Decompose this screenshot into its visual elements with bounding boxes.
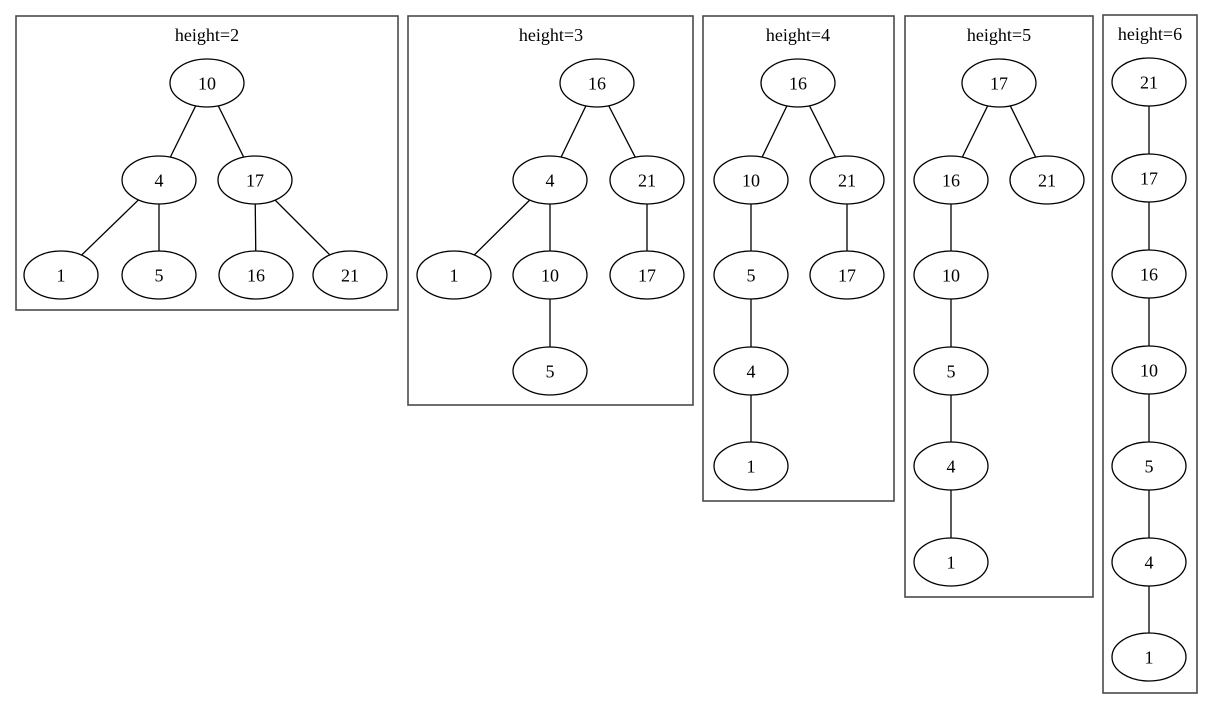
tree-node-label-height-3-21: 21 [638,171,656,191]
panel-title-height-2: height=2 [175,25,239,45]
tree-node-label-height-4-1: 1 [747,457,756,477]
tree-node-label-height-3-5: 5 [546,362,555,382]
panel-title-height-4: height=4 [766,25,830,45]
tree-node-ellipse-height-6-16 [1111,249,1187,299]
tree-node-ellipse-height-3-16 [559,58,635,108]
tree-node-label-height-5-21: 21 [1038,171,1056,191]
tree-node-ellipse-height-5-10 [913,250,989,300]
tree-node-label-height-6-4: 4 [1145,553,1154,573]
tree-node-label-height-4-17: 17 [838,266,856,286]
tree-node-ellipse-height-3-10 [512,250,588,300]
tree-node-ellipse-height-2-4 [121,155,197,205]
tree-node-ellipse-height-5-17 [961,58,1037,108]
tree-node-ellipse-height-2-17 [217,155,293,205]
tree-node-ellipse-height-5-16 [913,155,989,205]
panel-title-height-3: height=3 [519,25,583,45]
tree-node-ellipse-height-2-10 [169,58,245,108]
tree-node-label-height-3-1: 1 [450,266,459,286]
tree-panel-height-5: height=5 17 16 21 10 5 4 1 [904,15,1094,598]
tree-node-label-height-6-5: 5 [1145,457,1154,477]
tree-node-label-height-4-21: 21 [838,171,856,191]
tree-node-label-height-6-16: 16 [1140,265,1158,285]
tree-node-label-height-2-21: 21 [341,266,359,286]
tree-node-label-height-2-5: 5 [155,266,164,286]
tree-node-ellipse-height-5-1 [913,537,989,587]
tree-node-label-height-4-16: 16 [789,74,807,94]
tree-panel-height-4: height=4 16 10 21 5 17 4 1 [702,15,895,502]
tree-node-label-height-5-17: 17 [990,74,1008,94]
tree-node-label-height-6-1: 1 [1145,648,1154,668]
tree-node-label-height-3-17: 17 [638,266,656,286]
tree-node-ellipse-height-3-21 [609,155,685,205]
tree-node-ellipse-height-6-17 [1111,153,1187,203]
tree-node-label-height-4-10: 10 [742,171,760,191]
tree-node-label-height-5-16: 16 [942,171,960,191]
tree-node-label-height-6-10: 10 [1140,361,1158,381]
tree-node-ellipse-height-5-21 [1009,155,1085,205]
tree-node-ellipse-height-4-10 [713,155,789,205]
tree-node-ellipse-height-6-1 [1111,632,1187,682]
tree-node-label-height-3-16: 16 [588,74,606,94]
tree-node-ellipse-height-3-5 [512,346,588,396]
tree-node-ellipse-height-4-21 [809,155,885,205]
tree-node-ellipse-height-5-5 [913,346,989,396]
tree-node-ellipse-height-4-4 [713,346,789,396]
tree-node-ellipse-height-3-1 [416,250,492,300]
tree-node-label-height-5-4: 4 [947,457,956,477]
tree-node-label-height-2-1: 1 [57,266,66,286]
tree-node-ellipse-height-4-17 [809,250,885,300]
tree-node-ellipse-height-4-16 [760,58,836,108]
tree-node-label-height-2-16: 16 [247,266,265,286]
tree-panel-height-2: height=2 10 4 17 1 5 16 21 [15,15,399,311]
tree-panel-height-6: height=6 21 17 16 10 5 4 1 [1102,14,1198,694]
panel-title-height-6: height=6 [1118,24,1182,44]
tree-panel-height-3: height=3 16 4 21 1 10 17 5 [407,15,694,406]
tree-node-label-height-3-10: 10 [541,266,559,286]
tree-node-label-height-6-21: 21 [1140,73,1158,93]
panel-border-height-5 [904,15,1094,598]
tree-node-ellipse-height-2-5 [121,250,197,300]
tree-node-label-height-4-4: 4 [747,362,756,382]
tree-node-label-height-3-4: 4 [546,171,555,191]
tree-node-ellipse-height-6-10 [1111,345,1187,395]
tree-node-ellipse-height-6-4 [1111,537,1187,587]
tree-node-label-height-5-1: 1 [947,553,956,573]
tree-node-ellipse-height-6-21 [1111,57,1187,107]
tree-node-ellipse-height-3-17 [609,250,685,300]
tree-node-label-height-5-10: 10 [942,266,960,286]
tree-node-ellipse-height-2-21 [312,250,388,300]
tree-node-label-height-6-17: 17 [1140,169,1158,189]
tree-node-ellipse-height-2-1 [23,250,99,300]
tree-node-ellipse-height-3-4 [512,155,588,205]
tree-node-label-height-2-10: 10 [198,74,216,94]
tree-node-ellipse-height-6-5 [1111,441,1187,491]
tree-node-label-height-2-4: 4 [155,171,164,191]
tree-node-label-height-2-17: 17 [246,171,264,191]
tree-node-label-height-4-5: 5 [747,266,756,286]
tree-node-ellipse-height-5-4 [913,441,989,491]
panel-title-height-5: height=5 [967,25,1031,45]
tree-node-ellipse-height-2-16 [218,250,294,300]
tree-node-label-height-5-5: 5 [947,362,956,382]
tree-node-ellipse-height-4-5 [713,250,789,300]
tree-node-ellipse-height-4-1 [713,441,789,491]
